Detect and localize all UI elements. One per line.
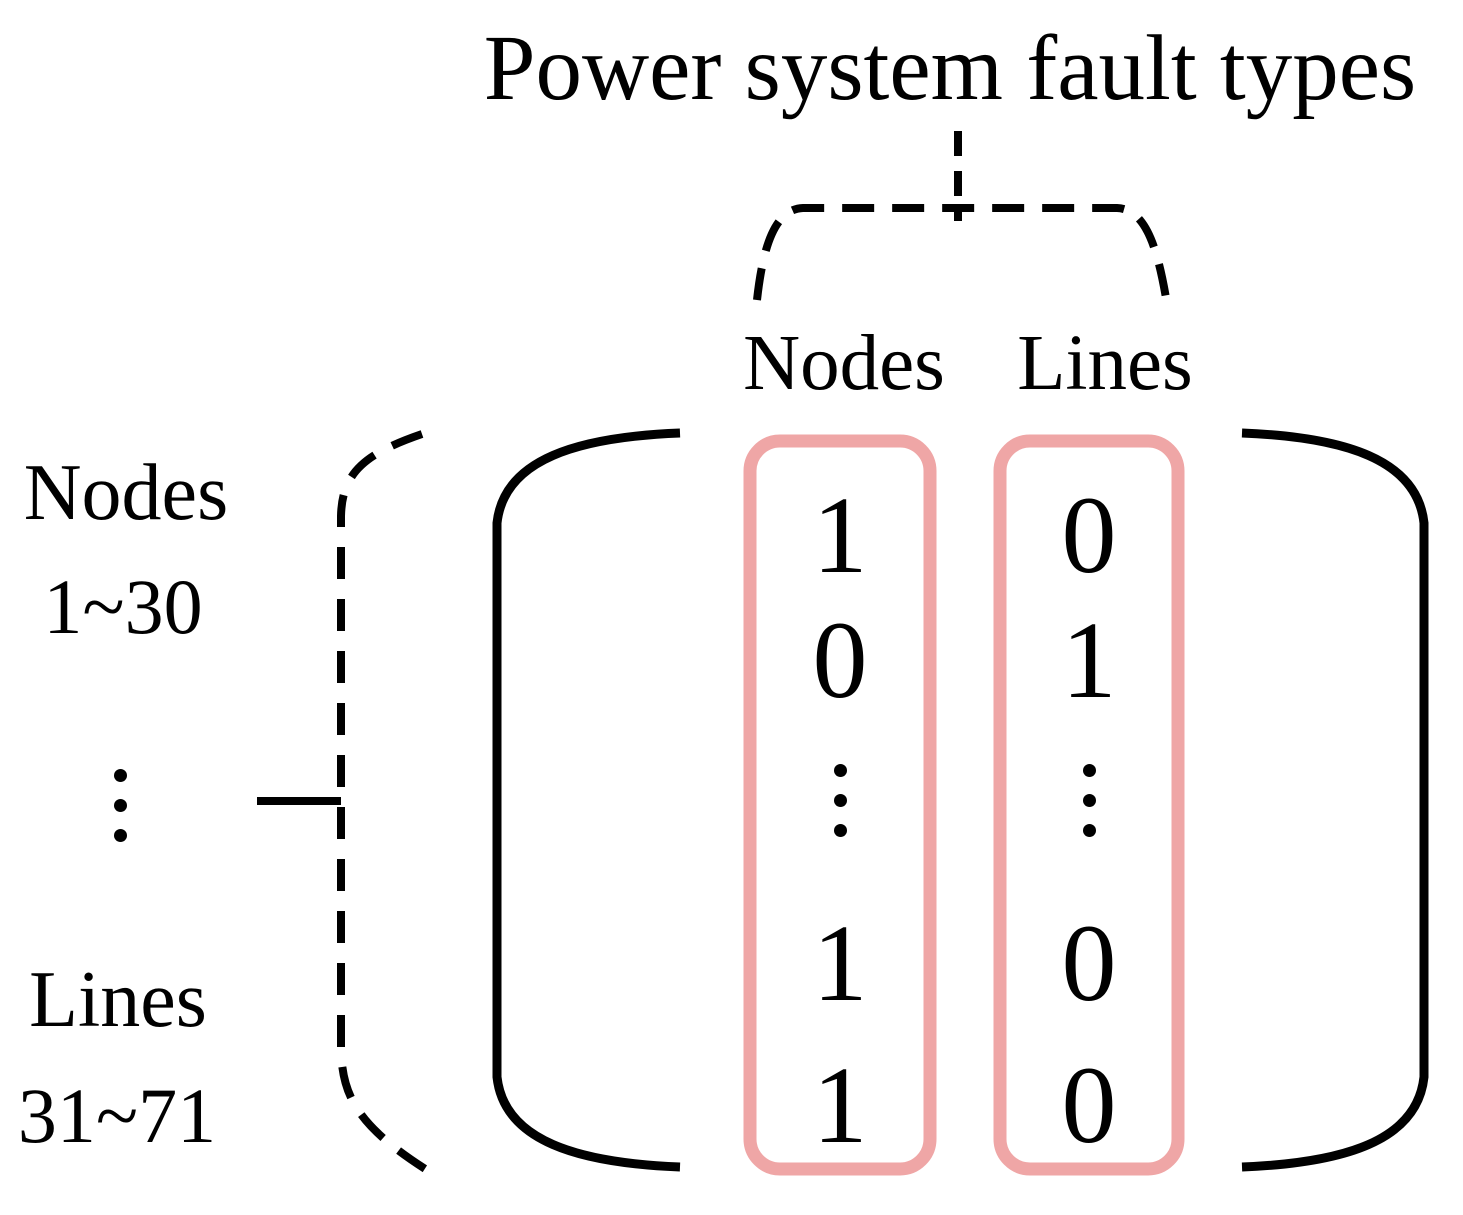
matrix-cell-lines-r2: 1 (1061, 599, 1117, 721)
row-groups-brace-dashed (337, 430, 433, 1176)
vertical-ellipsis-icon (113, 768, 127, 842)
figure-title: Power system fault types (483, 17, 1417, 120)
row-ellipsis-icon (60, 745, 180, 865)
matrix-cell-nodes-ellipsis (780, 740, 900, 860)
row-group-nodes-range: 1~30 (43, 563, 203, 650)
matrix-cell-lines-r5: 0 (1061, 1044, 1117, 1166)
matrix-cell-nodes-r2: 0 (812, 599, 868, 721)
matrix-cell-nodes-r5: 1 (812, 1044, 868, 1166)
fault-types-brace-dashed (753, 204, 1170, 301)
matrix-cell-lines-ellipsis (1029, 740, 1149, 860)
matrix-cell-nodes-r4: 1 (812, 902, 868, 1024)
matrix-bracket-left (492, 428, 681, 1172)
vertical-ellipsis-icon (1082, 763, 1096, 837)
vertical-ellipsis-icon (833, 763, 847, 837)
column-header-nodes: Nodes (743, 320, 945, 407)
matrix-cell-lines-r4: 0 (1061, 902, 1117, 1024)
column-header-lines: Lines (1017, 320, 1193, 407)
matrix-bracket-right (1241, 428, 1429, 1172)
matrix-cell-nodes-r1: 1 (812, 474, 868, 596)
row-group-nodes-label: Nodes (23, 449, 229, 537)
row-group-lines-range: 31~71 (17, 1072, 217, 1159)
matrix-cell-lines-r1: 0 (1061, 474, 1117, 596)
row-group-lines-label: Lines (29, 956, 207, 1044)
